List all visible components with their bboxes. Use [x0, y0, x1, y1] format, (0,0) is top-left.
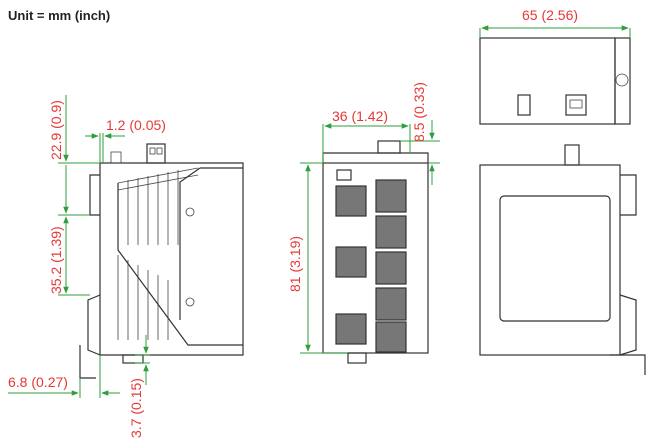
dim-depth-front: 36 (1.42) [332, 108, 388, 124]
side-view [79, 143, 244, 379]
top-view [479, 37, 631, 125]
dim-connector-offset: 1.2 (0.05) [106, 117, 166, 133]
dim-rail-offset: 6.8 (0.27) [8, 374, 68, 390]
dimension-lines [8, 25, 631, 398]
dim-rail-span: 35.2 (1.39) [48, 226, 64, 294]
dim-top-offset-front: 8.5 (0.33) [411, 82, 427, 142]
unit-label: Unit = mm (inch) [8, 8, 110, 23]
dim-top-offset-side: 22.9 (0.9) [48, 100, 64, 160]
dim-height-front: 81 (3.19) [287, 236, 303, 292]
dim-bottom-offset: 3.7 (0.15) [128, 378, 144, 438]
front-view [322, 140, 429, 364]
dim-width-top: 65 (2.56) [522, 7, 578, 23]
dimension-labels: 65 (2.56) 36 (1.42) 8.5 (0.33) 81 (3.19)… [8, 7, 578, 438]
rear-view [479, 144, 646, 375]
